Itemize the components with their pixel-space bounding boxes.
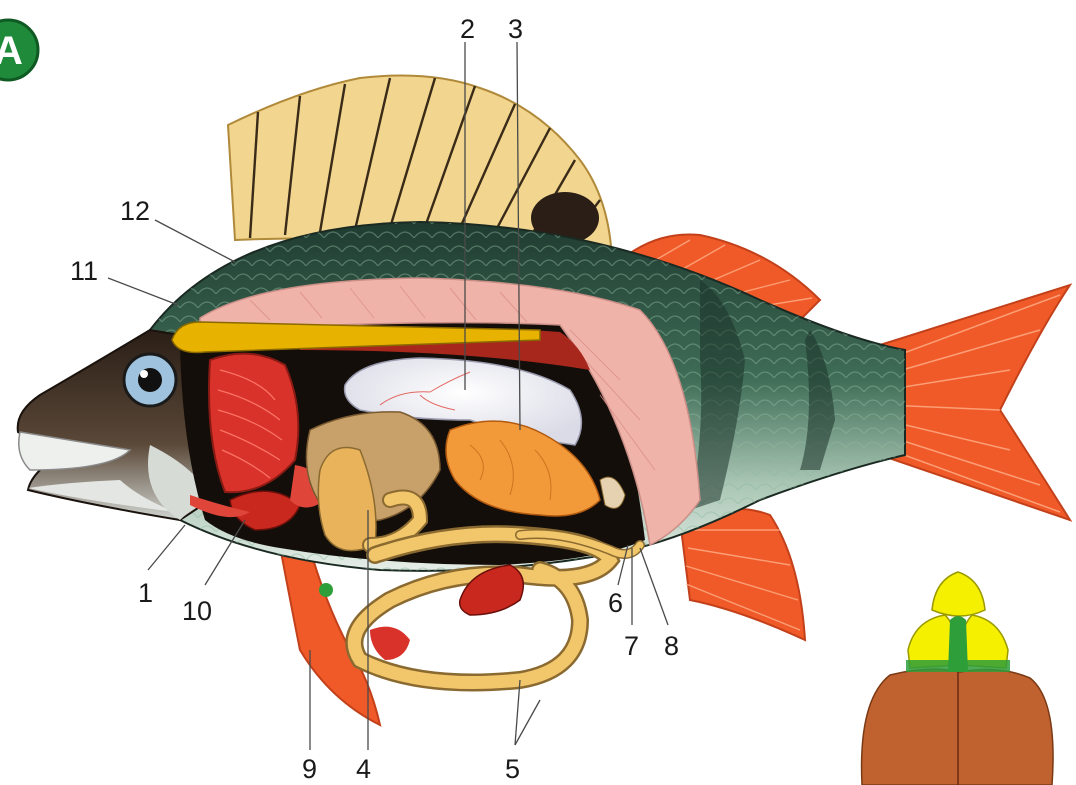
label-2: 2: [460, 14, 475, 44]
label-8: 8: [664, 631, 679, 661]
brain-band: [906, 660, 1010, 672]
brain-olfactory-lobe: [932, 572, 985, 616]
figure-badge: A: [0, 20, 38, 80]
label-5: 5: [505, 754, 520, 784]
label-7: 7: [624, 631, 639, 661]
label-6: 6: [608, 588, 623, 618]
label-1: 1: [138, 578, 153, 608]
green-body: [319, 583, 333, 597]
label-4: 4: [356, 754, 371, 784]
small-red-organ: [370, 627, 410, 660]
badge-letter: A: [0, 29, 23, 73]
label-3: 3: [508, 14, 523, 44]
label-10: 10: [182, 596, 212, 626]
brain-inset: [862, 572, 1054, 785]
gills: [209, 354, 298, 493]
label-12: 12: [120, 196, 150, 226]
label-9: 9: [302, 754, 317, 784]
caudal-fin: [880, 285, 1070, 520]
label-11: 11: [70, 256, 98, 286]
